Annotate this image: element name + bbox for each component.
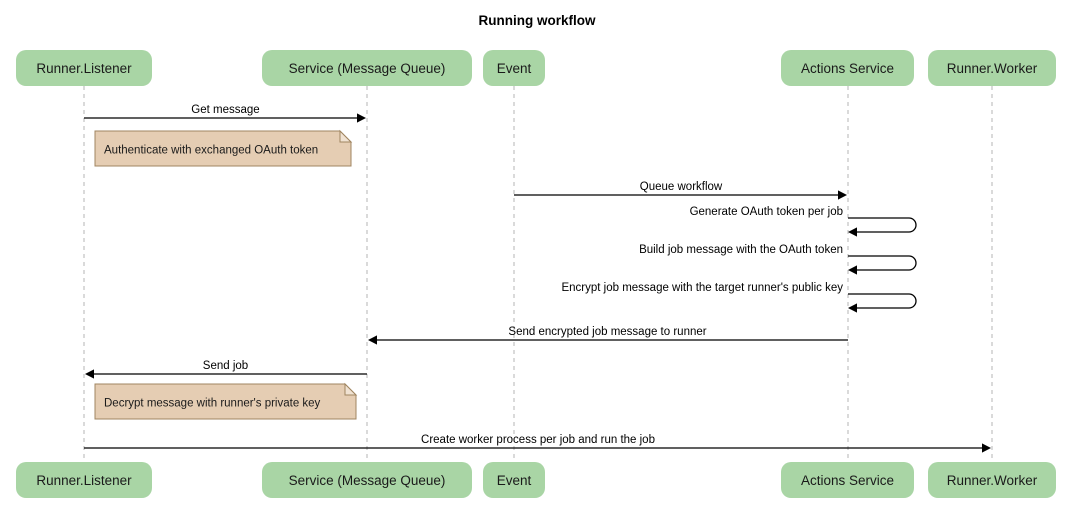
message-m3: Generate OAuth token per job xyxy=(690,206,917,237)
message-m6: Send encrypted job message to runner xyxy=(368,326,848,345)
message-m1: Get message xyxy=(84,104,366,123)
actor-box-actions-service[interactable] xyxy=(781,462,914,498)
actor-box-actions-service[interactable] xyxy=(781,50,914,86)
actor-label-runner-listener: Runner.Listener xyxy=(36,61,132,76)
arrowhead-m8 xyxy=(982,443,991,453)
arrowhead-m6 xyxy=(368,335,377,345)
actor-label-event: Event xyxy=(497,473,532,488)
actor-box-service-mq[interactable] xyxy=(262,50,472,86)
actor-event-top[interactable]: Event xyxy=(483,50,545,86)
actor-event-bottom[interactable]: Event xyxy=(483,462,545,498)
actor-actions-service-bottom[interactable]: Actions Service xyxy=(781,462,914,498)
notes-group: Authenticate with exchanged OAuth tokenD… xyxy=(94,129,358,420)
message-m7: Send job xyxy=(85,360,367,379)
lifelines-group xyxy=(83,86,993,462)
actor-box-event[interactable] xyxy=(483,50,545,86)
message-m2: Queue workflow xyxy=(514,181,847,200)
message-label-m3: Generate OAuth token per job xyxy=(690,206,843,218)
actor-box-runner-worker[interactable] xyxy=(928,462,1056,498)
self-message-line-m5 xyxy=(848,293,917,309)
note-label-n1: Authenticate with exchanged OAuth token xyxy=(104,145,318,157)
note-n1: Authenticate with exchanged OAuth token xyxy=(94,129,353,167)
actor-label-runner-listener: Runner.Listener xyxy=(36,473,132,488)
self-message-line-m4 xyxy=(848,255,917,271)
arrowhead-m3 xyxy=(848,227,857,237)
actor-box-service-mq[interactable] xyxy=(262,462,472,498)
self-message-line-m3 xyxy=(848,217,917,233)
arrowhead-m4 xyxy=(848,265,857,275)
actor-box-event[interactable] xyxy=(483,462,545,498)
note-body-n1 xyxy=(94,130,352,167)
actor-label-actions-service: Actions Service xyxy=(801,473,894,488)
arrowhead-m7 xyxy=(85,369,94,379)
actor-runner-listener-top[interactable]: Runner.Listener xyxy=(16,50,152,86)
actor-label-service-mq: Service (Message Queue) xyxy=(289,473,446,488)
actors-top-group: Runner.Listener Service (Message Queue) Ev… xyxy=(16,50,1056,86)
actor-runner-listener-bottom[interactable]: Runner.Listener xyxy=(16,462,152,498)
note-label-n2: Decrypt message with runner's private ke… xyxy=(104,398,321,410)
arrowhead-m1 xyxy=(357,113,366,123)
actor-label-event: Event xyxy=(497,61,532,76)
actor-label-service-mq: Service (Message Queue) xyxy=(289,61,446,76)
actor-service-mq-bottom[interactable]: Service (Message Queue) xyxy=(262,462,472,498)
note-fold-corner-n2 xyxy=(344,382,358,396)
diagram-title: Running workflow xyxy=(479,13,596,28)
actor-label-runner-worker: Runner.Worker xyxy=(947,473,1038,488)
actor-service-mq-top[interactable]: Service (Message Queue) xyxy=(262,50,472,86)
message-label-m2: Queue workflow xyxy=(640,181,723,193)
message-label-m5: Encrypt job message with the target runn… xyxy=(561,282,843,294)
actor-runner-worker-top[interactable]: Runner.Worker xyxy=(928,50,1056,86)
arrowhead-m5 xyxy=(848,303,857,313)
note-fold-corner-n1 xyxy=(339,129,353,143)
message-label-m8: Create worker process per job and run th… xyxy=(421,434,655,446)
message-m4: Build job message with the OAuth token xyxy=(639,244,917,275)
actor-actions-service-top[interactable]: Actions Service xyxy=(781,50,914,86)
message-m5: Encrypt job message with the target runn… xyxy=(561,282,917,313)
message-label-m4: Build job message with the OAuth token xyxy=(639,244,843,256)
actor-label-runner-worker: Runner.Worker xyxy=(947,61,1038,76)
actors-bottom-group: Runner.Listener Service (Message Queue) Ev… xyxy=(16,462,1056,498)
actor-runner-worker-bottom[interactable]: Runner.Worker xyxy=(928,462,1056,498)
actor-box-runner-listener[interactable] xyxy=(16,462,152,498)
message-m8: Create worker process per job and run th… xyxy=(84,434,991,453)
message-label-m1: Get message xyxy=(191,104,259,116)
note-body-n2 xyxy=(94,383,357,420)
arrowhead-m2 xyxy=(838,190,847,200)
message-label-m6: Send encrypted job message to runner xyxy=(508,326,706,338)
actor-box-runner-listener[interactable] xyxy=(16,50,152,86)
message-label-m7: Send job xyxy=(203,360,248,372)
note-n2: Decrypt message with runner's private ke… xyxy=(94,382,358,420)
actor-label-actions-service: Actions Service xyxy=(801,61,894,76)
actor-box-runner-worker[interactable] xyxy=(928,50,1056,86)
